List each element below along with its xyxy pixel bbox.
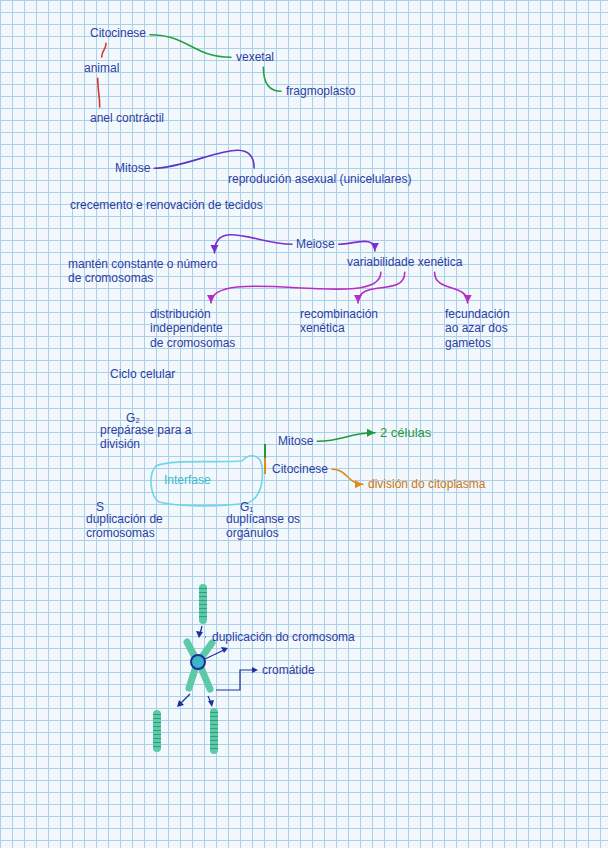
chromosome-bands	[199, 588, 207, 620]
node-text: distribución independente de cromosomas	[150, 307, 236, 350]
concept-node: Meiose	[294, 236, 337, 252]
concept-node: fecundación ao azar dos gametos	[443, 306, 525, 351]
node-text: mantén constante o número de cromosomas	[68, 257, 229, 286]
connector-line	[215, 235, 293, 253]
arrow-head	[208, 700, 214, 707]
node-text: Mitose	[115, 161, 150, 175]
connector-line	[102, 43, 106, 57]
node-text: Citocinese	[90, 26, 146, 40]
label-text: duplícanse os orgánulos	[226, 512, 318, 541]
concept-node: Mitose	[276, 433, 315, 449]
connector	[354, 272, 405, 303]
arrow-head	[355, 480, 363, 488]
arrow-head	[207, 295, 215, 303]
centromere	[191, 655, 205, 669]
connector	[98, 78, 100, 107]
arrow-head	[196, 631, 203, 638]
concept-node: 2 células	[378, 424, 433, 442]
connector	[150, 35, 231, 57]
node-text: reprodución asexual (unicelulares)	[228, 172, 411, 186]
concept-node: Mitose	[113, 160, 152, 176]
arrow-head	[354, 295, 362, 303]
node-text: Mitose	[278, 434, 313, 448]
concept-node: anel contráctil	[88, 110, 166, 126]
connector-line	[435, 272, 468, 303]
arrow-head	[252, 667, 258, 673]
concept-node: vexetal	[234, 49, 276, 65]
chromatid	[210, 712, 218, 750]
arrow-head	[221, 647, 228, 653]
label-text: cromátide	[262, 663, 315, 677]
connector-line	[358, 272, 405, 303]
concept-node: distribución independente de cromosomas	[148, 306, 238, 351]
concept-node: división do citoplasma	[366, 476, 487, 492]
node-text: división do citoplasma	[368, 477, 485, 491]
connector	[317, 429, 375, 441]
connector-line	[154, 150, 254, 168]
connector	[102, 43, 106, 57]
label-text: prepárase para a división	[100, 423, 195, 452]
arrow-head	[211, 245, 219, 253]
node-text: recombinación xenética	[300, 307, 396, 336]
node-text: Meiose	[296, 237, 335, 251]
cycle-tick	[264, 458, 266, 474]
phase-blob: Interfase	[148, 452, 266, 508]
node-text: crecemento e renovación de tecidos	[70, 198, 263, 212]
concept-node: animal	[82, 60, 121, 76]
connector	[154, 150, 254, 168]
arrow-head	[367, 429, 375, 437]
concept-node: fragmoplasto	[284, 83, 357, 99]
connector	[263, 67, 281, 91]
leader-bracket	[216, 670, 254, 690]
concept-node: Citocinese	[270, 461, 330, 477]
connector-line	[150, 35, 231, 57]
node-text: anel contráctil	[90, 111, 164, 125]
node-text: Citocinese	[272, 462, 328, 476]
connector	[207, 272, 381, 303]
cycle-tick	[264, 444, 266, 458]
connector	[339, 241, 379, 251]
node-text: fragmoplasto	[286, 84, 355, 98]
concept-node: variabilidade xenética	[345, 254, 464, 270]
leader-line	[205, 636, 206, 637]
blob-path	[151, 456, 263, 506]
chromatid-bands	[153, 714, 161, 748]
node-text: vexetal	[236, 50, 274, 64]
arrow-head	[371, 243, 379, 251]
label-text: Ciclo celular	[110, 367, 175, 381]
chromatid	[153, 714, 161, 748]
concept-node: Citocinese	[88, 25, 148, 41]
node-text: variabilidade xenética	[347, 255, 462, 269]
arrow-line	[205, 650, 224, 659]
duplicated-chromosome	[187, 642, 212, 689]
connector-line	[211, 272, 381, 303]
connector	[435, 272, 472, 303]
connector-line	[263, 67, 281, 91]
node-text: animal	[84, 61, 119, 75]
chromatid-bands	[210, 712, 218, 750]
node-text: fecundación ao azar dos gametos	[445, 307, 523, 350]
concept-node: recombinación xenética	[298, 306, 398, 337]
arrow-head	[464, 295, 472, 303]
concept-node: crecemento e renovación de tecidos	[68, 197, 265, 213]
connector	[332, 469, 363, 488]
label-text: duplicación de cromosomas	[86, 512, 181, 541]
label-text: duplicación do cromosoma	[212, 630, 355, 644]
node-text: 2 células	[380, 425, 431, 441]
concept-node: reprodución asexual (unicelulares)	[226, 171, 413, 187]
concept-node: mantén constante o número de cromosomas	[66, 256, 231, 287]
arrow-head	[177, 700, 184, 707]
connector-line	[98, 78, 100, 107]
node-text: Interfase	[164, 473, 211, 487]
connector-line	[339, 241, 375, 251]
chromosome	[199, 588, 207, 620]
connector	[211, 235, 293, 253]
connector-line	[317, 433, 375, 441]
